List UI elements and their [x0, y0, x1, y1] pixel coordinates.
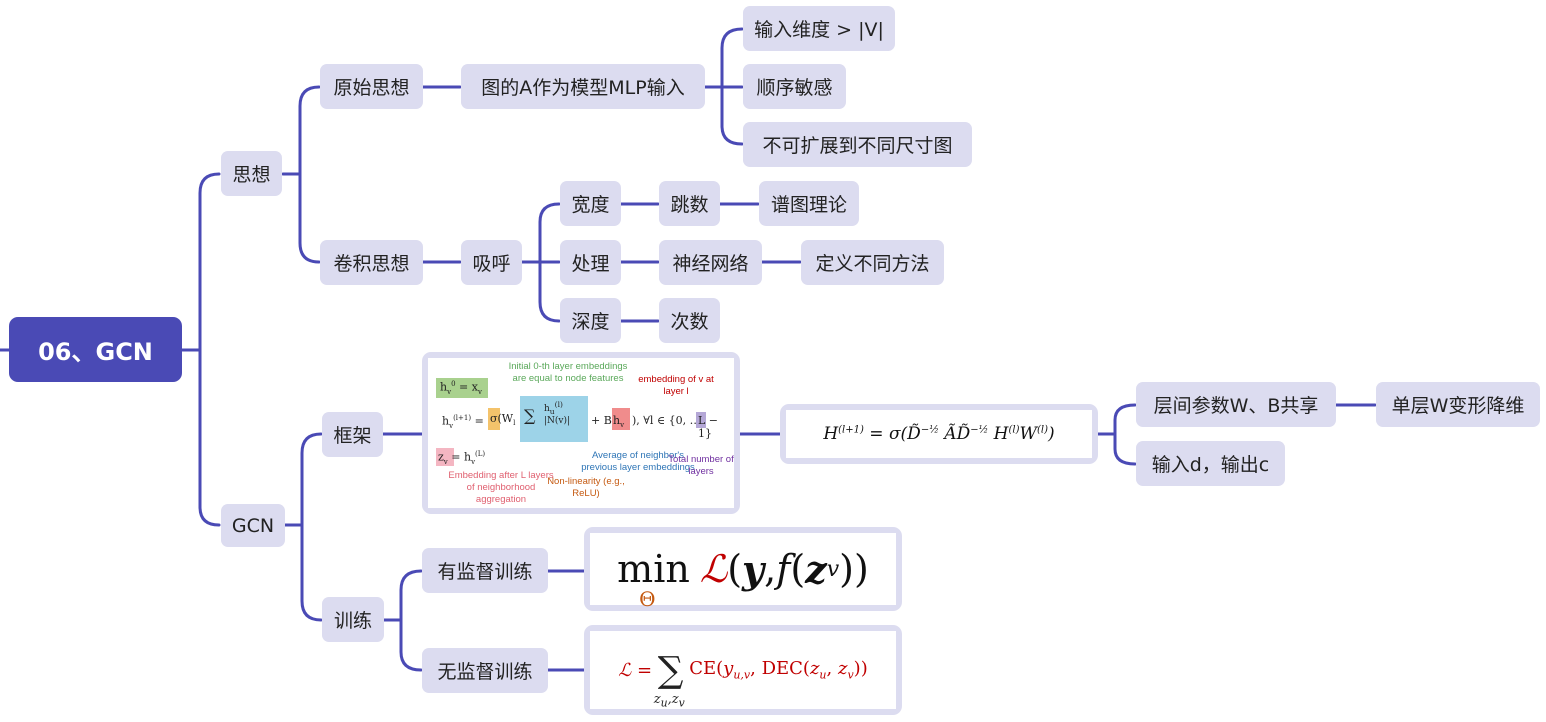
propagation-formula: H(l+1) = σ(D̃−½ ÃD̃−½ H(l)W(l)): [780, 404, 1098, 464]
zv-highlight: [436, 448, 454, 466]
node-sixiang[interactable]: 思想: [221, 151, 282, 196]
emb-annotation: embedding of v at layer l: [638, 374, 714, 397]
unsupervised-loss-formula: ℒ = ∑zu,zv CE(yu,v, DEC(zu, zv)): [584, 625, 902, 715]
hv-highlight: [612, 408, 630, 430]
node-yuanshi-child[interactable]: 图的A作为模型MLP输入: [461, 64, 705, 109]
node-putu[interactable]: 谱图理论: [759, 181, 859, 226]
L-highlight: [696, 412, 706, 428]
avg-annotation: Average of neighbor's previous layer emb…: [581, 450, 695, 473]
node-yuanshi[interactable]: 原始思想: [320, 64, 423, 109]
node-cishu[interactable]: 次数: [659, 298, 720, 343]
total-annotation: Total number of layers: [668, 454, 734, 477]
framework-diagram-image: hv0 = xv Initial 0-th layer embeddings a…: [422, 352, 740, 514]
avg-highlight: [520, 396, 588, 442]
node-youjiandu[interactable]: 有监督训练: [422, 548, 548, 593]
node-kuandu[interactable]: 宽度: [560, 181, 621, 226]
leaf-order-sensitive[interactable]: 顺序敏感: [743, 64, 846, 109]
node-tiaoshu[interactable]: 跳数: [659, 181, 720, 226]
node-shenjing[interactable]: 神经网络: [659, 240, 762, 285]
node-chuli[interactable]: 处理: [560, 240, 621, 285]
sigma-highlight: [488, 408, 500, 430]
node-xunlian[interactable]: 训练: [322, 597, 384, 642]
node-wujiandu[interactable]: 无监督训练: [422, 648, 548, 693]
node-huxi[interactable]: 吸呼: [461, 240, 522, 285]
nonlin-annotation: Non-linearity (e.g., ReLU): [547, 476, 625, 499]
leaf-input-dim[interactable]: 输入维度 > |V|: [743, 6, 895, 51]
leaf-not-scalable[interactable]: 不可扩展到不同尺寸图: [743, 122, 972, 167]
node-single-w[interactable]: 单层W变形降维: [1376, 382, 1540, 427]
node-shendu[interactable]: 深度: [560, 298, 621, 343]
node-kuangjia[interactable]: 框架: [322, 412, 383, 457]
root-node[interactable]: 06、GCN: [9, 317, 182, 382]
node-io[interactable]: 输入d，输出c: [1136, 441, 1285, 486]
node-dingyi[interactable]: 定义不同方法: [801, 240, 944, 285]
node-param-share[interactable]: 层间参数W、B共享: [1136, 382, 1336, 427]
init-annotation: Initial 0-th layer embeddings are equal …: [508, 361, 628, 384]
embafter-annotation: Embedding after L layers of neighborhood…: [448, 470, 554, 505]
node-juanji[interactable]: 卷积思想: [320, 240, 423, 285]
node-gcn[interactable]: GCN: [221, 504, 285, 547]
h0-highlight: [436, 378, 488, 398]
